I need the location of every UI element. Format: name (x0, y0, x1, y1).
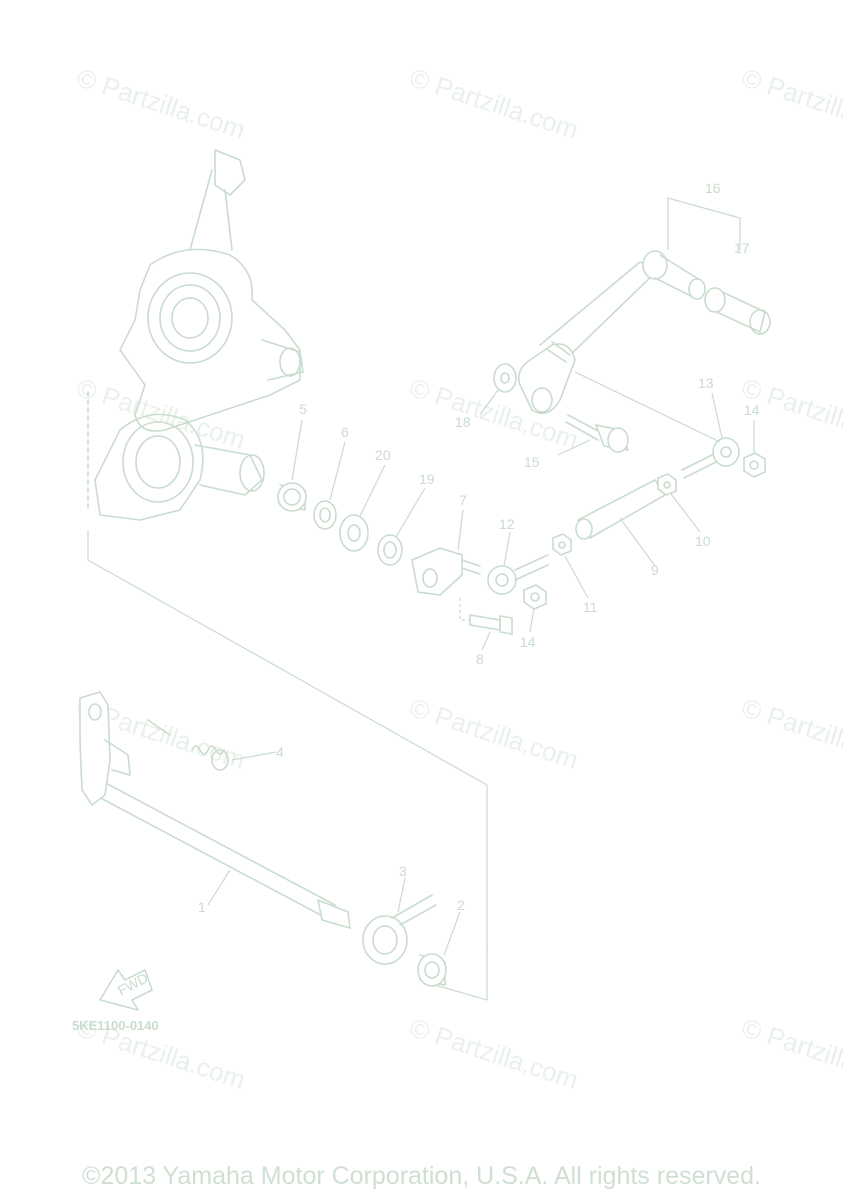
part-14-nut-lower (523, 584, 547, 633)
callout-18: 18 (455, 414, 471, 430)
callout-10: 10 (695, 533, 711, 549)
part-5-collar (277, 419, 307, 512)
part-2-collar (417, 911, 461, 987)
part-7-arm (411, 509, 481, 621)
part-12-rod-end (487, 531, 549, 595)
part-1-shift-shaft (79, 691, 351, 930)
crankcase-housing (87, 149, 304, 521)
watermark: © Partzilla.com (406, 1012, 582, 1095)
callout-17: 17 (734, 240, 750, 256)
watermark: © Partzilla.com (738, 1012, 843, 1095)
fwd-arrow-icon: FWD (99, 969, 153, 1011)
part-20-washer (339, 464, 386, 552)
part-4-spring (147, 719, 277, 771)
callout-5: 5 (299, 401, 307, 417)
callout-9: 9 (651, 562, 659, 578)
watermark: © Partzilla.com (738, 62, 843, 145)
part-9-rod (575, 479, 666, 567)
part-18-washer (479, 363, 517, 416)
part-17-pedal-rubber (704, 287, 771, 335)
part-15-bolt (557, 414, 630, 456)
watermark: © Partzilla.com (406, 62, 582, 145)
callout-19: 19 (419, 471, 435, 487)
callout-4: 4 (276, 744, 284, 760)
callout-3: 3 (399, 863, 407, 879)
callout-20: 20 (375, 447, 391, 463)
callout-2: 2 (457, 897, 465, 913)
callout-8: 8 (476, 651, 484, 667)
part-10-nut (657, 473, 701, 533)
callout-7: 7 (459, 492, 467, 508)
assembly-bracket-lines (87, 530, 488, 1001)
part-13-rod-end (681, 392, 740, 479)
callout-14-lower: 14 (520, 634, 536, 650)
callout-6: 6 (341, 424, 349, 440)
watermark: © Partzilla.com (406, 692, 582, 775)
callout-1: 1 (198, 899, 206, 915)
watermark: © Partzilla.com (738, 692, 843, 775)
callout-11: 11 (583, 599, 598, 615)
part-14-nut-upper (743, 420, 766, 478)
part-3-torsion-spring (362, 877, 437, 965)
part-11-nut (552, 533, 589, 599)
watermark: © Partzilla.com (73, 62, 249, 145)
callout-12: 12 (499, 516, 515, 532)
copyright-notice: ©2013 Yamaha Motor Corporation, U.S.A. A… (82, 1162, 761, 1190)
diagram-code: 5KE1100-0140 (72, 1018, 159, 1033)
callout-16: 16 (705, 180, 721, 196)
callout-13: 13 (698, 375, 714, 391)
callout-15: 15 (524, 454, 540, 470)
part-19-seal (377, 487, 426, 566)
part-16-shift-pedal (517, 197, 741, 443)
part-8-bolt (469, 614, 513, 651)
watermark: © Partzilla.com (73, 372, 249, 455)
callout-14-upper: 14 (744, 402, 760, 418)
part-6-washer (313, 441, 346, 530)
callouts: 1 2 3 4 5 6 7 8 9 10 11 12 13 14 14 15 1… (198, 180, 760, 915)
